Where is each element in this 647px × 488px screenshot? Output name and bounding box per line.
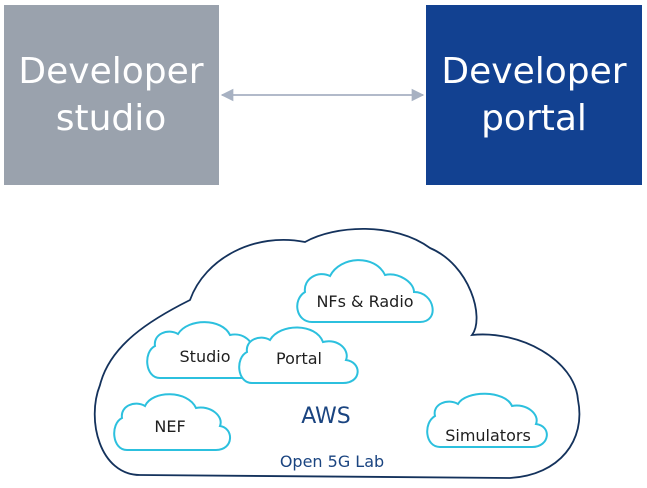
nfs-radio-cloud: NFs & Radio: [296, 259, 434, 323]
nef-label: NEF: [154, 417, 185, 436]
nef-cloud: NEF: [113, 393, 231, 451]
developer-portal-label-line1: Developer: [441, 51, 626, 92]
developer-portal-label-line2: portal: [481, 98, 587, 139]
developer-studio-box: Developer studio: [4, 5, 219, 185]
portal-label: Portal: [276, 349, 322, 368]
simulators-cloud: Simulators: [426, 392, 548, 448]
aws-title: AWS: [301, 404, 351, 429]
studio-label: Studio: [180, 347, 231, 366]
open-5g-lab-label: Open 5G Lab: [280, 452, 384, 471]
developer-portal-box: Developer portal: [426, 5, 642, 185]
aws-cloud: NFs & Radio Studio Portal NEF Simulators…: [93, 227, 581, 479]
aws-cloud-outline: [93, 227, 581, 479]
simulators-label: Simulators: [445, 426, 531, 445]
portal-cloud: Portal: [238, 326, 359, 384]
developer-studio-label-line2: studio: [56, 98, 167, 139]
developer-studio-label-line1: Developer: [18, 51, 203, 92]
nfs-radio-label: NFs & Radio: [316, 292, 413, 311]
